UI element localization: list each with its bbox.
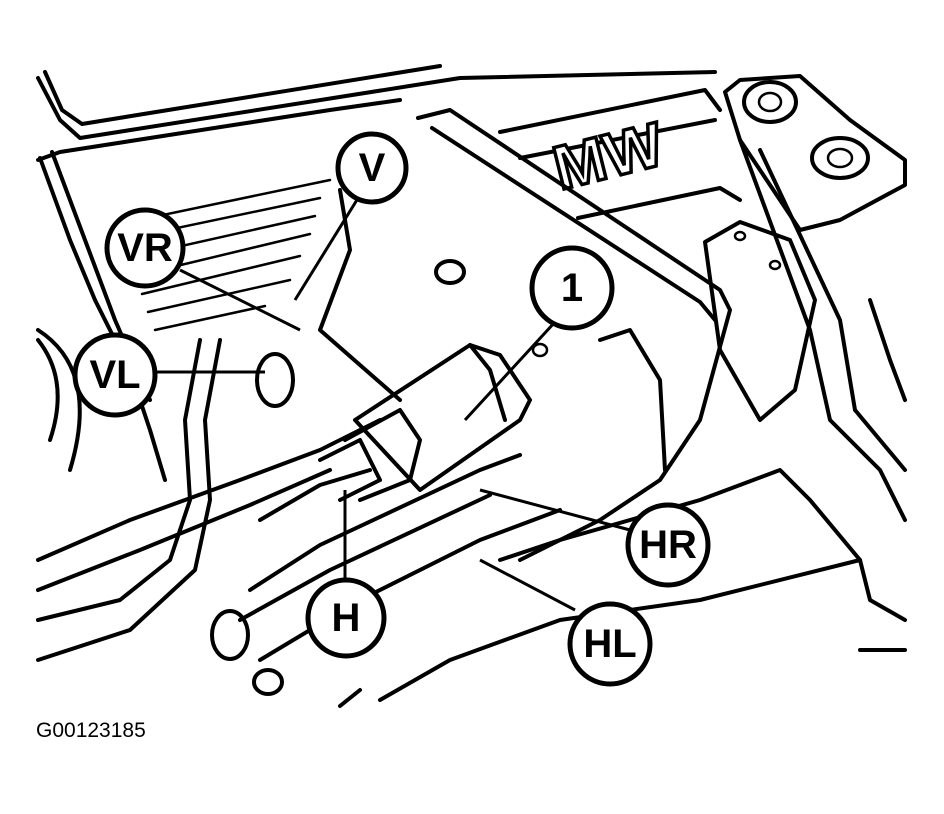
callout-v: V: [335, 131, 409, 205]
callout-vr: VR: [104, 207, 186, 289]
callout-h: H: [305, 577, 387, 659]
callout-label-h: H: [332, 596, 361, 640]
body-hole: [434, 259, 466, 285]
callout-label-vl: VL: [89, 353, 140, 397]
callout-label-1: 1: [561, 266, 583, 310]
callout-1: 1: [529, 245, 615, 331]
bolt-head-upper: [742, 80, 798, 124]
bolt-head-lower: [810, 136, 870, 180]
callout-hl: HL: [567, 601, 653, 687]
callout-label-v: V: [359, 146, 386, 190]
lower-plate: [338, 468, 907, 708]
mounting-bracket: [723, 74, 907, 522]
callout-label-hr: HR: [639, 523, 697, 567]
leader-lines: [155, 194, 631, 612]
brand-lettering-panel: MW: [498, 88, 742, 220]
callout-vl: VL: [72, 332, 158, 418]
fitting-vl: [255, 352, 295, 408]
brand-lettering: MW: [547, 110, 671, 204]
callout-label-hl: HL: [583, 622, 636, 666]
callout-hr: HR: [625, 502, 711, 588]
callout-label-vr: VR: [117, 226, 173, 270]
brake-lines: [36, 328, 562, 696]
figure-id-caption: G00123185: [36, 719, 146, 742]
